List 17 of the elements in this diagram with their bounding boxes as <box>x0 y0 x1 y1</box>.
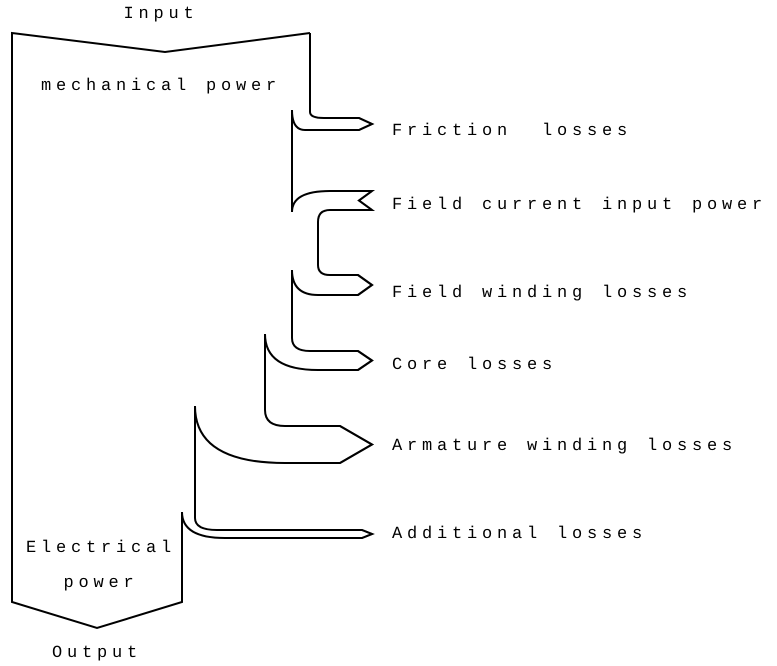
flow-arrow <box>194 333 373 464</box>
flow-end-label: Output <box>52 644 142 663</box>
flow-arrow <box>264 269 373 371</box>
power-flow-band <box>12 33 310 628</box>
flow-arrow <box>291 32 373 131</box>
band-label: Electrical power <box>24 538 178 595</box>
flow-label: Field current input power <box>392 196 768 214</box>
flow-label: Friction losses <box>392 122 632 140</box>
flow-end-label: Input <box>123 5 198 24</box>
flow-arrow <box>291 110 373 223</box>
flow-label: Additional losses <box>392 524 648 544</box>
flow-label: Core losses <box>392 356 558 374</box>
band-label: mechanical power <box>40 76 282 98</box>
flow-arrow <box>181 405 373 539</box>
flow-label: Field winding losses <box>392 284 692 302</box>
flow-arrow <box>291 221 373 296</box>
flow-label: Armature winding losses <box>392 436 738 456</box>
